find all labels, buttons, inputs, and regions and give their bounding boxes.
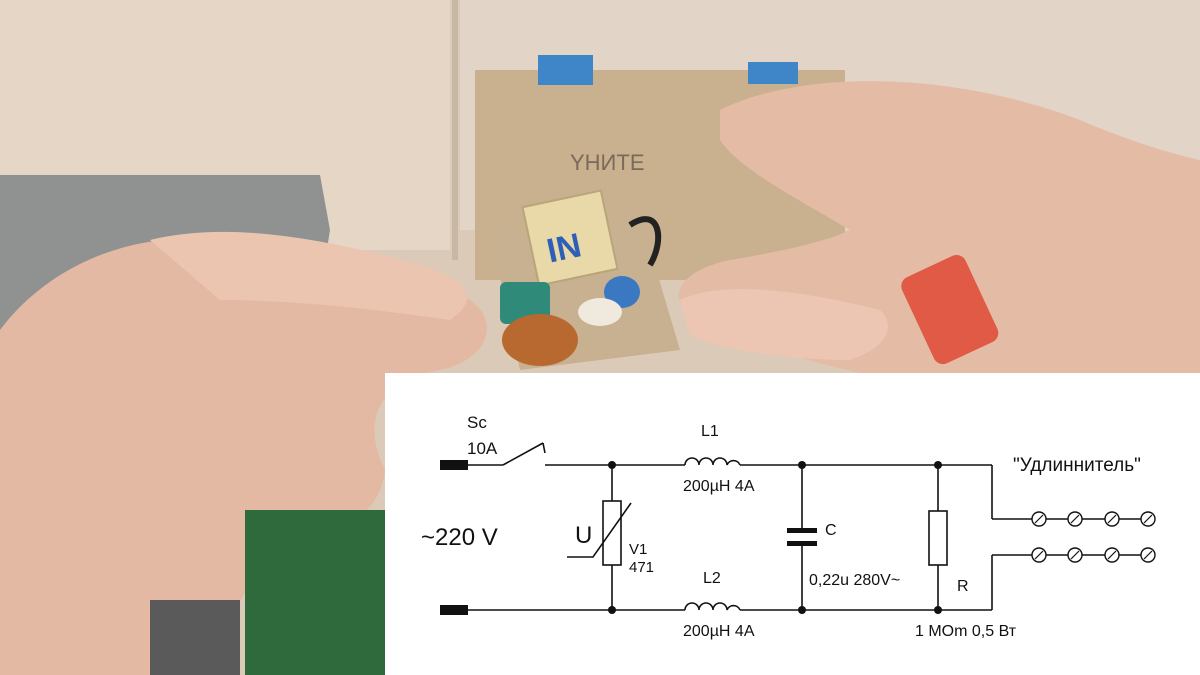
right-finger [680,289,889,360]
socket-slash [1070,514,1080,524]
cap-plate-bot [787,541,817,546]
socket-slash [1070,550,1080,560]
socket-slash [1107,550,1117,560]
junction-dot [934,461,942,469]
schematic-svg: Sc 10A ~220 V U V1 471 L1 200µH 4A L2 20… [421,413,1156,640]
board-marking: IN [543,226,584,270]
socket-slash [1143,550,1153,560]
black-wire [628,216,662,267]
red-plug [901,254,999,365]
output-label: "Удлиннитель" [1013,455,1141,476]
blue-tab-right [748,62,798,84]
inductor2-ref: L2 [703,570,721,587]
capacitor-ref: C [825,522,837,539]
switch-hook [542,442,546,454]
inductor1-value: 200µH 4A [683,478,755,495]
junction-dot [798,606,806,614]
socket-slash [1143,514,1153,524]
varistor-symbol: U [575,522,592,549]
green-pcb [245,510,385,675]
left-hand [0,238,487,675]
label-block [521,189,619,287]
socket-slash [1034,550,1044,560]
junction-dot [934,606,942,614]
junction-dot [608,606,616,614]
resistor-body [928,510,948,566]
socket-slash [1107,514,1117,524]
input-voltage: ~220 V [421,524,498,551]
terminal-bottom [440,605,468,615]
varistor-ref: V1 [629,541,647,558]
switch-rating: 10A [467,439,498,458]
cap-plate-top [787,528,817,533]
resistor-ref: R [957,578,969,595]
varistor-diagonal [567,502,632,558]
dark-case [150,600,240,675]
varistor-code: 471 [629,559,654,576]
cardboard-scribble: YHИТЕ [570,150,645,175]
inductor1-ref: L1 [701,423,719,440]
junction-dot [798,461,806,469]
varistor-body [602,500,622,566]
filter-schematic: Sc 10A ~220 V U V1 471 L1 200µH 4A L2 20… [385,373,1200,675]
white-part [578,298,622,326]
blue-varistor [604,276,640,308]
inductor-l2 [684,602,741,611]
inductor-l1 [684,457,741,466]
copper-coil [502,314,578,366]
switch-label: Sc [467,413,487,432]
capacitor-value: 0,22u 280V~ [809,572,900,589]
socket-slash [1034,514,1044,524]
switch-lever [502,442,544,466]
terminal-top [440,460,468,470]
blue-tab-left [538,55,593,85]
green-capacitor [500,282,550,324]
junction-dot [608,461,616,469]
resistor-value: 1 MOm 0,5 Вт [915,623,1017,640]
inductor2-value: 200µH 4A [683,623,755,640]
left-thumb [150,231,467,320]
